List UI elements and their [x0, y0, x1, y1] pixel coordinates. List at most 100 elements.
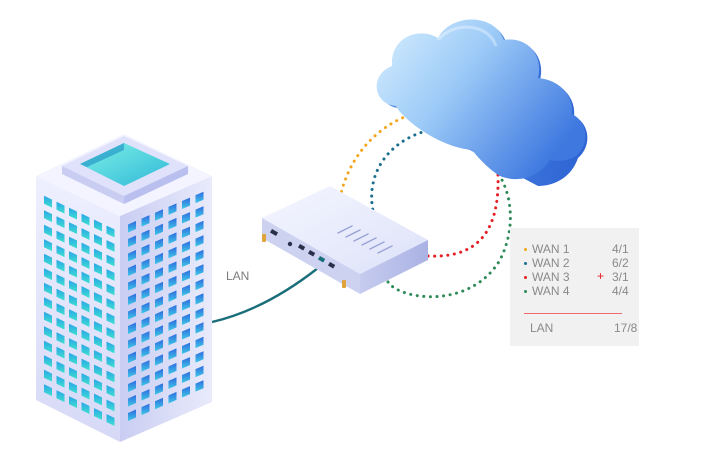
wan-name: WAN 1 — [532, 242, 570, 256]
building-window — [81, 402, 90, 414]
building-window — [44, 340, 52, 353]
lan-total-value: 17/8 — [614, 321, 638, 335]
building-window — [182, 371, 190, 384]
building-window — [141, 215, 150, 227]
building-window — [44, 326, 52, 339]
building-window — [106, 269, 115, 281]
building-window — [182, 299, 190, 311]
building-window — [81, 271, 90, 284]
building-window — [195, 278, 204, 291]
building-window — [69, 294, 77, 307]
building-window — [69, 236, 77, 249]
wan3-link — [426, 173, 500, 258]
building-window — [168, 319, 177, 331]
building-window — [94, 248, 102, 261]
building-window — [106, 356, 115, 368]
building-window — [56, 303, 65, 316]
building-window — [155, 383, 163, 395]
building-window — [141, 302, 150, 314]
building-window — [182, 342, 190, 355]
building-window — [94, 393, 102, 406]
building-window — [182, 197, 190, 210]
building-window — [56, 259, 65, 272]
building-window — [69, 251, 77, 264]
building-window — [69, 352, 77, 365]
building-window — [81, 387, 90, 400]
building-window — [106, 370, 115, 383]
stats-divider — [524, 313, 622, 314]
office-building-icon — [36, 134, 212, 442]
building-window — [155, 354, 163, 366]
router-icon — [262, 186, 428, 294]
building-window — [128, 409, 136, 422]
building-window — [44, 239, 52, 252]
building-window — [155, 310, 163, 323]
building-window — [155, 267, 163, 279]
building-window — [182, 270, 190, 282]
building-window — [81, 286, 90, 298]
building-window — [56, 346, 65, 359]
building-window — [141, 331, 150, 343]
lan-label: LAN — [226, 269, 250, 283]
building-window — [168, 290, 177, 302]
building-window — [81, 257, 90, 269]
building-window — [195, 235, 204, 247]
building-window — [141, 244, 150, 256]
building-window — [141, 374, 150, 387]
lan-total-name: LAN — [530, 321, 554, 335]
building-window — [81, 373, 90, 385]
building-window — [56, 288, 65, 301]
building-window — [128, 308, 136, 320]
building-window — [155, 281, 163, 294]
building-window — [94, 335, 102, 348]
wan-name: WAN 3 — [532, 270, 570, 284]
building-window — [69, 280, 77, 293]
building-window — [69, 338, 77, 351]
building-window — [195, 249, 204, 262]
building-window — [128, 366, 136, 378]
building-window — [94, 364, 102, 377]
building-window — [44, 210, 52, 223]
wan1-dot — [524, 248, 527, 251]
building-window — [168, 304, 177, 317]
building-window — [128, 264, 136, 277]
building-window — [94, 379, 102, 391]
building-window — [182, 226, 190, 239]
building-window — [106, 240, 115, 252]
building-window — [56, 332, 65, 345]
building-window — [155, 296, 163, 308]
building-window — [155, 238, 163, 250]
building-window — [168, 261, 177, 273]
building-window — [155, 209, 163, 221]
building-window — [94, 234, 102, 246]
building-window — [69, 323, 77, 336]
wan4-dot — [524, 290, 527, 293]
building-window — [106, 399, 115, 412]
wan2-link — [370, 126, 442, 224]
building-window — [195, 206, 204, 218]
building-window — [94, 263, 102, 275]
building-window — [56, 317, 65, 330]
building-window — [106, 298, 115, 310]
building-window — [106, 312, 115, 325]
wan-value: 4/4 — [612, 284, 629, 298]
building-windows-left — [44, 195, 115, 426]
building-window — [168, 362, 177, 375]
building-window — [128, 250, 136, 262]
building-window — [69, 309, 77, 322]
building-window — [106, 414, 115, 426]
building-window — [141, 258, 150, 271]
wan2-dot — [524, 262, 527, 265]
building-window — [128, 322, 136, 335]
building-window — [81, 228, 90, 240]
building-window — [182, 357, 190, 369]
building-window — [128, 221, 136, 233]
building-window — [44, 253, 52, 266]
wan-row: WAN 4 4/4 — [524, 284, 634, 298]
building-window — [168, 391, 177, 404]
building-window — [155, 368, 163, 381]
building-window — [94, 408, 102, 420]
building-window — [141, 273, 150, 285]
building-window — [106, 385, 115, 397]
wan3-dot — [524, 276, 527, 279]
